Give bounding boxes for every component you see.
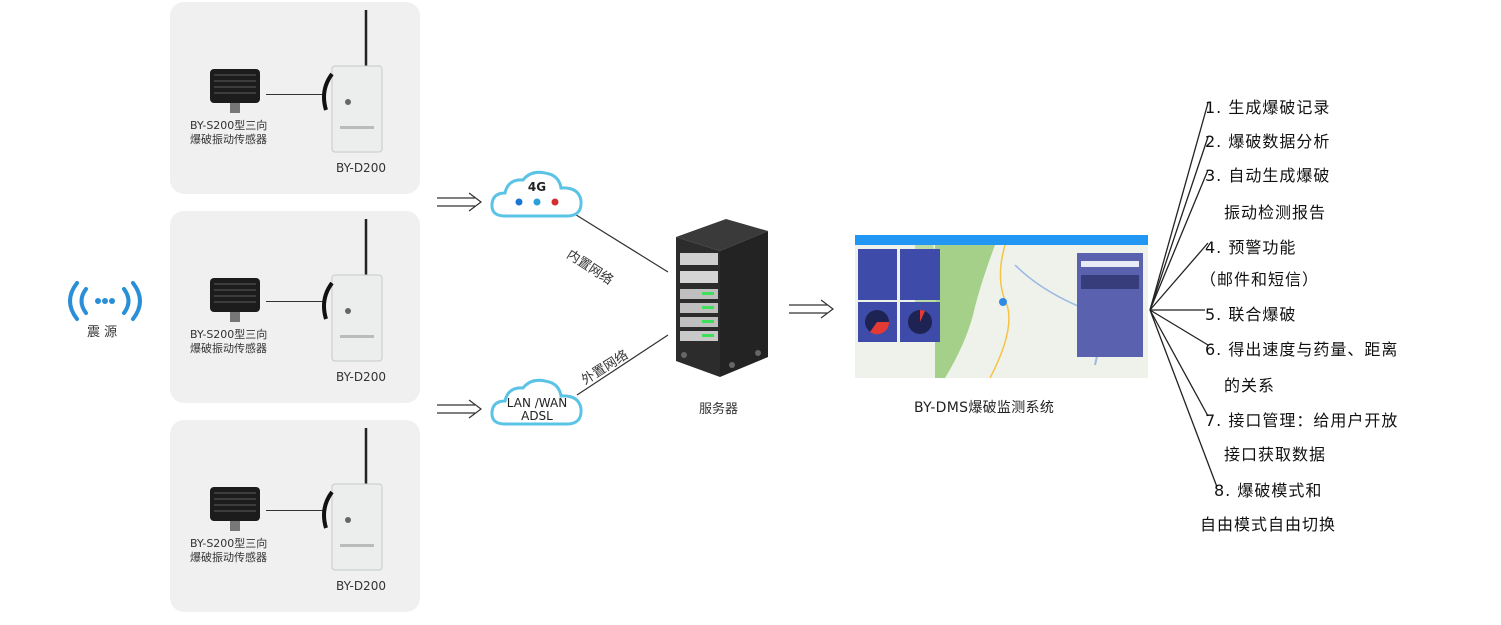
double-arrow-icon (437, 399, 482, 419)
sensor-device-link (266, 301, 324, 302)
device-label: BY-D200 (336, 161, 386, 175)
sensor-label-line1: BY-S200型三向 (190, 537, 268, 550)
feature-6-cont: 的关系 (1224, 376, 1276, 395)
feature-8-cont: 自由模式自由切换 (1200, 515, 1337, 534)
device-card-1: BY-S200型三向 爆破振动传感器 BY-D200 (170, 2, 420, 194)
cloud-line2: ADSL (521, 409, 553, 423)
cloud-line1: LAN /WAN (506, 396, 568, 410)
dashboard-topbar (855, 235, 1148, 245)
recorder-image (318, 219, 390, 364)
outer-network-line (576, 334, 669, 396)
sensor-image (206, 274, 264, 324)
recorder-image (318, 10, 390, 155)
sensor-label-line2: 爆破振动传感器 (190, 133, 267, 146)
feature-4: 4. 预警功能 (1205, 238, 1297, 257)
sensor-label-line1: BY-S200型三向 (190, 119, 268, 132)
feature-3-cont: 振动检测报告 (1224, 203, 1327, 222)
panel-tl (858, 249, 897, 300)
sensor-label: BY-S200型三向 爆破振动传感器 (190, 537, 267, 565)
dashboard-screenshot (855, 235, 1148, 378)
inner-network-line (572, 212, 669, 273)
double-arrow-icon (789, 299, 834, 319)
feature-fan-lines (1149, 102, 1218, 488)
panel-tr (900, 249, 940, 300)
sensor-label: BY-S200型三向 爆破振动传感器 (190, 328, 267, 356)
device-card-2: BY-S200型三向 爆破振动传感器 BY-D200 (170, 211, 420, 403)
signal-wave-icon (68, 281, 142, 321)
device-label: BY-D200 (336, 579, 386, 593)
sensor-label-line2: 爆破振动传感器 (190, 551, 267, 564)
feature-6: 6. 得出速度与药量、距离 (1205, 340, 1399, 359)
feature-7: 7. 接口管理：给用户开放 (1205, 411, 1399, 430)
source-label: 震 源 (87, 325, 118, 340)
feature-7-cont: 接口获取数据 (1224, 445, 1327, 464)
sensor-device-link (266, 510, 324, 511)
recorder-image (318, 428, 390, 573)
sensor-image (206, 65, 264, 115)
double-arrow-icon (437, 192, 482, 212)
feature-1: 1. 生成爆破记录 (1205, 98, 1331, 117)
cloud-icon (490, 170, 583, 218)
system-label: BY-DMS爆破监测系统 (914, 400, 1055, 416)
feature-2: 2. 爆破数据分析 (1205, 132, 1331, 151)
cloud-title: 4G (527, 180, 547, 194)
cloud-4g: 4G (489, 168, 585, 220)
right-panel (1077, 253, 1143, 357)
sensor-device-link (266, 94, 324, 95)
sensor-label-line2: 爆破振动传感器 (190, 342, 267, 355)
panel-br (900, 302, 940, 342)
feature-5: 5. 联合爆破 (1205, 305, 1297, 324)
server-rack-icon (676, 219, 768, 377)
cloud-icon (490, 378, 583, 426)
feature-4-cont: （邮件和短信） (1200, 270, 1320, 289)
panel-bl (858, 302, 897, 342)
sensor-label: BY-S200型三向 爆破振动传感器 (190, 119, 267, 147)
sensor-image (206, 483, 264, 533)
device-card-3: BY-S200型三向 爆破振动传感器 BY-D200 (170, 420, 420, 612)
device-label: BY-D200 (336, 370, 386, 384)
feature-8: 8. 爆破模式和 (1214, 481, 1323, 500)
feature-3: 3. 自动生成爆破 (1205, 166, 1331, 185)
vibration-source: 震 源 (55, 275, 155, 345)
server-label: 服务器 (699, 402, 739, 417)
carrier-logos (515, 198, 559, 206)
server-rack (670, 215, 770, 380)
cloud-lan: LAN /WAN ADSL (489, 376, 585, 428)
sensor-label-line1: BY-S200型三向 (190, 328, 268, 341)
